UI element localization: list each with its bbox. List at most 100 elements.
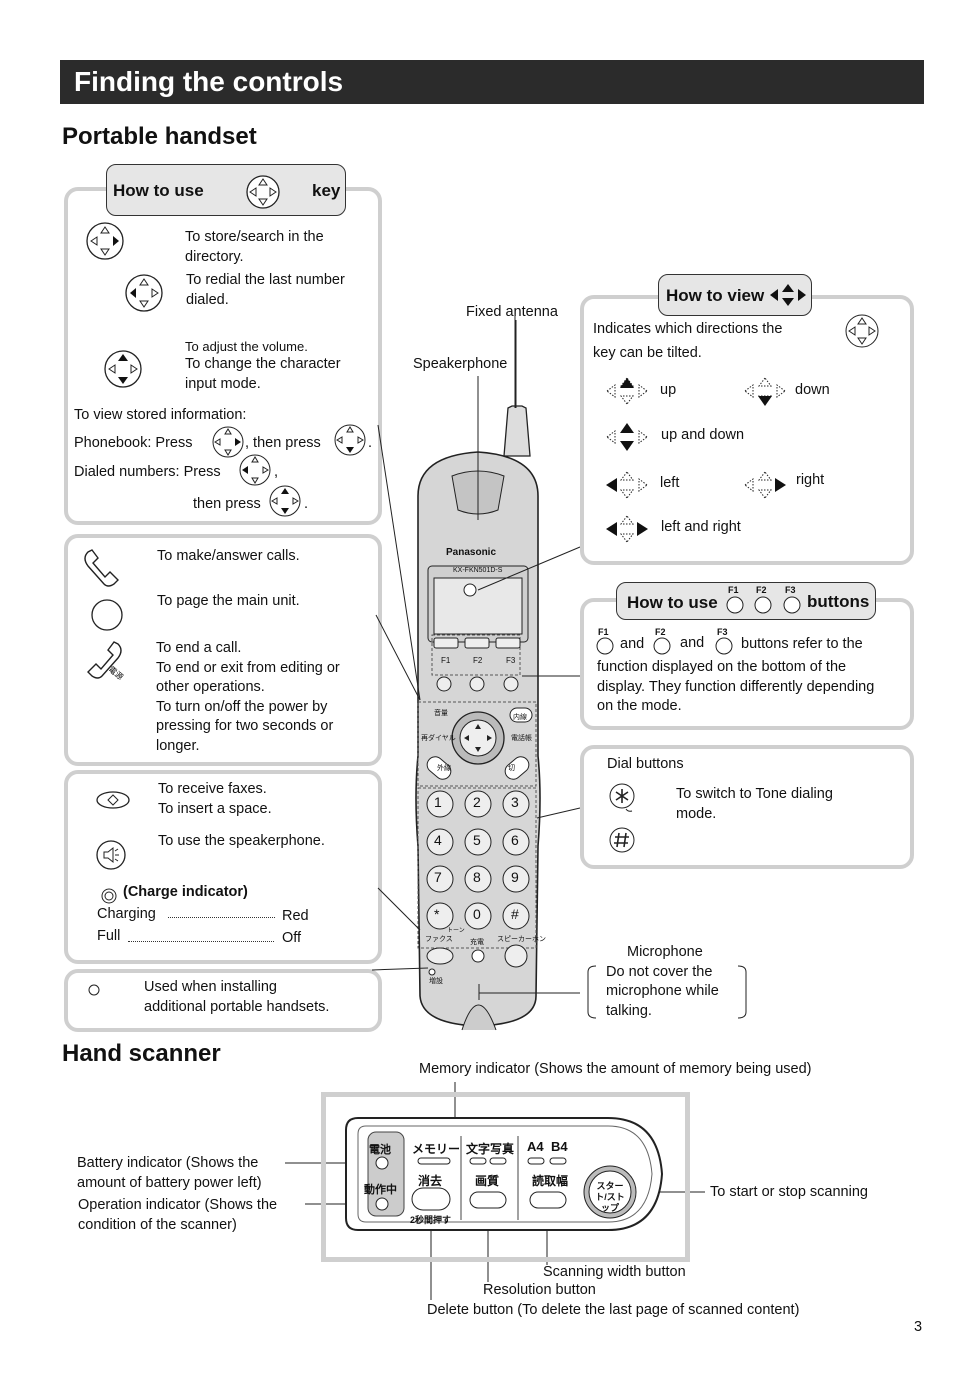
start-stop-label: To start or stop scanning [710,1184,868,1200]
nav-updown-icon [104,350,142,388]
then-press-dot: . [304,496,309,512]
talk-handset-icon [84,549,119,587]
nav-left-small-icon [239,454,271,486]
tilt-down-icon [744,377,786,406]
tilt-leftright-label: left and right [661,519,741,535]
page-header-bar: Finding the controls [60,60,924,104]
key-2: 2 [473,794,481,810]
full-dots [128,941,274,942]
scanner-frame [321,1092,690,1262]
scanner-start-text: スタート/ストップ [595,1181,625,1213]
phone-book: 電話帳 [511,735,532,742]
phone-f2: F2 [473,656,483,665]
key-hash: # [511,906,519,922]
speaker-text: To use the speakerphone. [158,833,325,849]
page-unit-text: To page the main unit. [157,593,300,609]
f1-button-icon [596,637,614,655]
nav-left-icon [125,274,163,312]
phone-vol: 音量 [434,710,448,717]
section-title-scanner: Hand scanner [62,1040,221,1067]
off-handset-icon: 電源 [87,641,125,682]
tilt-up-icon [606,377,648,405]
tilt-up-label: up [660,382,677,398]
scanning-width-label: Scanning width button [543,1264,686,1280]
hash-key-icon [609,827,635,853]
phone-charge: 充電 [470,939,484,946]
install-button-icon [88,984,100,996]
nav-right-icon [86,222,124,260]
phonebook-text-a: Phonebook: Press [74,435,193,451]
scanner-panel [345,1117,664,1231]
key-1: 1 [434,794,442,810]
howto-view-title: How to view [658,274,812,316]
page-button-icon [91,599,123,631]
phone-add: 増設 [429,978,443,985]
phone-f3: F3 [506,656,516,665]
tilt-left-label: left [660,475,680,491]
dialed-text-a: Dialed numbers: Press [74,464,221,480]
f2-button-icon [653,637,671,655]
nav-right-small-icon [212,426,244,458]
scanner-delete-text: 消去 [418,1174,443,1188]
phone-brand: Panasonic [446,547,497,558]
install-panel [64,969,382,1032]
scanner-operation-text: 動作中 [364,1184,397,1196]
tilt-updown-icon [606,423,648,451]
four-way-arrow-icon [770,284,806,306]
phone-speaker: スピーカーホン [497,936,546,943]
scanner-quality-text: 画質 [475,1174,500,1188]
scanner-hold-text: 2秒間押す [410,1215,452,1225]
howto-key-title-left: How to use [113,181,204,200]
charge-indicator-icon [101,888,117,904]
delete-label: Delete button (To delete the last page o… [427,1302,800,1318]
fbuttons-title: How to use buttons [616,582,876,620]
desc-f1: F1 [598,627,609,637]
memory-indicator-label: Memory indicator (Shows the amount of me… [419,1061,812,1077]
page-number: 3 [914,1319,923,1335]
phone-redial: 再ダイヤル [421,735,456,742]
page-title: Finding the controls [74,66,344,97]
key-3: 3 [511,794,519,810]
dialed-text-b: , [274,464,279,480]
and-1: and [620,636,645,652]
tilt-down-label: down [795,382,830,398]
scanner-memory-text: メモリー [412,1142,461,1156]
full-label: Full [97,928,121,944]
resolution-label: Resolution button [483,1282,596,1298]
fax-button-icon [96,791,130,809]
scanner-b4: B4 [551,1139,568,1154]
key-0: 0 [473,906,481,922]
key-9: 9 [511,869,519,885]
phonebook-text-b: , then press [245,435,321,451]
navigator-key-icon [246,175,280,209]
desc-f3: F3 [717,627,728,637]
speakerphone-label: Speakerphone [413,356,508,372]
fax-text: To receive faxes.To insert a space. [158,781,272,817]
scanner-width-text: 読取幅 [532,1174,569,1188]
handset-illustration [415,314,541,1031]
key-star: * [434,906,440,922]
scanner-battery-text: 電池 [369,1144,391,1156]
star-key-icon [609,783,635,812]
howto-key-title: How to use key [106,164,346,216]
fixed-antenna-label: Fixed antenna [466,304,558,320]
phone-outside: 外線 [437,765,451,772]
phone-model: KX-FKN501D-S [453,567,503,574]
nav-down-small-icon [334,424,366,456]
speaker-button-icon [96,840,126,870]
howto-key-title-right: key [312,181,341,200]
end-call-text: To end a call.To end or exit from editin… [156,640,340,754]
phone-tone: トーン [447,928,465,934]
and-2: and [680,635,705,651]
f3-button-icon [715,637,733,655]
desc-f2: F2 [655,627,666,637]
